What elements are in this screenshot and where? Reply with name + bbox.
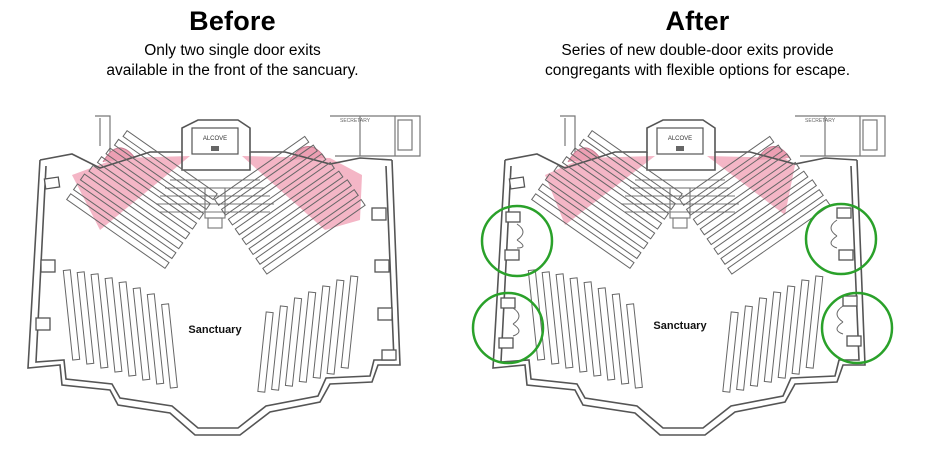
- after-pew-block-left: [530, 130, 683, 270]
- after-wall-openings: [498, 176, 862, 349]
- after-pew-block-lower-right: [722, 275, 824, 393]
- svg-text:SECRETARY: SECRETARY: [805, 118, 836, 124]
- after-alcove-label: ALCOVE: [668, 136, 692, 142]
- after-panel: After Series of new double-door exits pr…: [465, 0, 930, 464]
- before-alcove-label: ALCOVE: [203, 136, 227, 142]
- after-alcove: ALCOVE: [656, 127, 704, 155]
- before-caption-line-1: Only two single door exits: [144, 42, 321, 59]
- after-title: After: [665, 6, 730, 36]
- door-swing-icon: [512, 219, 844, 337]
- after-pew-block-right: [678, 135, 831, 275]
- before-floor-plan: SECRETARY ALCOVE: [27, 115, 421, 436]
- before-annex-rooms: SECRETARY: [95, 115, 421, 163]
- after-caption: Series of new double-door exits provide …: [465, 41, 930, 81]
- before-sanctuary-label: Sanctuary: [188, 324, 242, 336]
- before-caption: Only two single door exits available in …: [0, 41, 465, 81]
- exit-marker-circles: [471, 202, 894, 365]
- exit-marker-circle: [480, 204, 554, 278]
- exit-marker-circle: [471, 291, 545, 365]
- after-floor-plan: SECRETARY: [471, 115, 894, 436]
- after-sanctuary-label: Sanctuary: [653, 320, 707, 332]
- before-alcove: ALCOVE: [191, 127, 239, 155]
- before-chancel-steps: [156, 179, 274, 229]
- before-pew-block-left: [65, 130, 218, 270]
- before-pew-block-lower-left: [62, 269, 178, 389]
- before-pew-block-lower-right: [257, 275, 359, 393]
- after-caption-line-1: Series of new double-door exits provide: [561, 42, 834, 59]
- after-annex-rooms: SECRETARY: [560, 115, 886, 163]
- before-wall-openings: [35, 176, 397, 361]
- after-pink-highlight: [545, 146, 795, 225]
- svg-text:SECRETARY: SECRETARY: [340, 118, 371, 124]
- exit-marker-circle: [820, 291, 894, 365]
- after-outer-walls: [492, 119, 866, 436]
- before-title: Before: [189, 6, 276, 36]
- after-pew-block-lower-left: [527, 269, 643, 389]
- before-caption-line-2: available in the front of the sancuary.: [106, 62, 359, 79]
- exit-marker-circle: [804, 202, 878, 276]
- before-panel: Before Only two single door exits availa…: [0, 6, 465, 436]
- after-caption-line-2: congregants with flexible options for es…: [544, 62, 850, 79]
- before-pew-block-right: [213, 135, 366, 275]
- after-chancel-steps: [621, 179, 739, 229]
